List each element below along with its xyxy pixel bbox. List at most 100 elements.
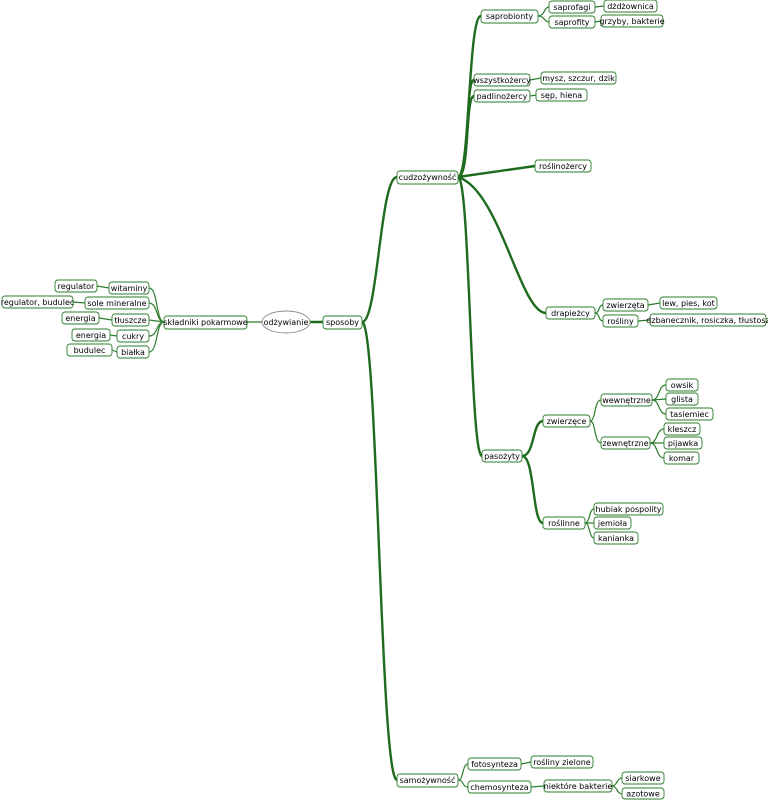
node-niektore-bakterie[interactable]: niektóre bakterie [543, 779, 613, 793]
node-odzywianie[interactable]: odżywianie [261, 310, 311, 334]
node-zewnetrzne[interactable]: zewnętrzne [600, 436, 651, 450]
node-label: kanianka [598, 534, 634, 543]
node-label: wewnętrzne [602, 396, 651, 405]
node-label: sole mineralne [87, 299, 146, 308]
node-wszystkozercy[interactable]: wszystkożercy [473, 73, 531, 87]
node-label: drapieżcy [551, 309, 590, 318]
node-lew-pies-kot[interactable]: lew, pies, kot [659, 296, 718, 310]
node-label: budulec [74, 346, 106, 355]
node-label: grzyby, bakterie [599, 17, 664, 26]
node-jemiola[interactable]: jemioła [593, 516, 632, 530]
node-cukry[interactable]: cukry [116, 329, 150, 343]
node-tasiemiec[interactable]: tasiemiec [665, 407, 714, 421]
node-label: dzbanecznik, rosiczka, tłustosz [646, 316, 768, 325]
node-drapiezcy[interactable]: drapieżcy [545, 306, 596, 320]
node-rosliny-drapiezne[interactable]: rośliny [602, 314, 639, 328]
node-witaminy[interactable]: witaminy [108, 281, 150, 295]
node-label: hubiak pospolity [596, 505, 662, 514]
node-dzdzownica[interactable]: dżdżownica [603, 0, 658, 13]
node-energia-cukry[interactable]: energia [71, 328, 111, 342]
node-hubiak-pospolity[interactable]: hubiak pospolity [593, 502, 664, 516]
node-label: pasożyty [484, 452, 520, 461]
node-label: białka [121, 348, 145, 357]
node-label: fotosynteza [471, 760, 518, 769]
node-sposoby[interactable]: sposoby [322, 315, 363, 330]
node-label: cudzożywność [399, 172, 457, 182]
node-azotowe[interactable]: azotowe [621, 787, 665, 800]
node-label: odżywianie [264, 318, 309, 327]
node-label: niektóre bakterie [544, 781, 613, 791]
node-komar[interactable]: komar [663, 451, 700, 465]
node-label: energia [65, 314, 95, 323]
node-label: mysz, szczur, dzik [542, 74, 615, 83]
node-skladniki-pokarmowe[interactable]: składniki pokarmowe [163, 315, 248, 330]
node-roslinne[interactable]: roślinne [542, 516, 586, 530]
node-label: kleszcz [668, 425, 697, 434]
node-sole-mineralne[interactable]: sole mineralne [84, 296, 150, 310]
node-label: chemosynteza [470, 783, 528, 792]
node-rosliny-zielone[interactable]: rośliny zielone [530, 755, 594, 769]
node-label: pijawka [668, 439, 698, 448]
node-label: saprofity [554, 18, 589, 27]
node-label: sposoby [326, 318, 359, 327]
node-chemosynteza[interactable]: chemosynteza [467, 780, 532, 794]
node-label: tasiemiec [670, 410, 709, 419]
node-label: saprobionty [486, 12, 534, 21]
node-label: zwierzęta [606, 301, 644, 310]
node-zwierzece[interactable]: zwierzęce [542, 414, 591, 428]
node-kanianka[interactable]: kanianka [593, 531, 639, 545]
node-saprofity[interactable]: saprofity [548, 15, 596, 29]
node-siarkowe[interactable]: siarkowe [621, 771, 665, 785]
node-label: wszystkożercy [473, 76, 531, 85]
node-label: dżdżownica [607, 2, 654, 11]
node-glista[interactable]: glista [665, 392, 699, 406]
node-sep-hiena[interactable]: sęp, hiena [535, 88, 588, 102]
node-label: owsik [671, 381, 694, 390]
node-regulator-budulec[interactable]: regulator, budulec [1, 295, 75, 309]
node-energia-tluszcze[interactable]: energia [61, 311, 100, 325]
node-samozywnosc[interactable]: samożywność [396, 773, 459, 788]
node-padlinozercy[interactable]: padlinożercy [473, 89, 531, 103]
node-roslinozercy[interactable]: roślinożercy [534, 159, 592, 173]
node-label: roślinne [548, 518, 580, 528]
node-regulator[interactable]: regulator [54, 279, 98, 293]
node-label: azotowe [626, 790, 660, 799]
node-label: składniki pokarmowe [163, 318, 247, 327]
node-tluszcze[interactable]: tłuszcze [111, 313, 150, 327]
node-label: lew, pies, kot [662, 299, 715, 308]
node-label: witaminy [111, 284, 148, 293]
node-label: rośliny zielone [533, 757, 591, 767]
node-owsik[interactable]: owsik [665, 378, 699, 392]
node-label: rośliny [607, 316, 634, 326]
node-label: zwierzęce [547, 417, 587, 426]
node-kleszcz[interactable]: kleszcz [663, 422, 701, 436]
node-bialka[interactable]: białka [116, 345, 150, 359]
node-fotosynteza[interactable]: fotosynteza [467, 757, 522, 771]
node-label: zewnętrzne [602, 439, 648, 448]
node-label: jemioła [597, 519, 627, 528]
node-dzbanecznik[interactable]: dzbanecznik, rosiczka, tłustosz [646, 313, 768, 327]
node-label: padlinożercy [477, 92, 528, 101]
node-cudzozywnosc[interactable]: cudzożywność [396, 170, 459, 185]
node-label: saprofagi [553, 3, 590, 12]
node-label: energia [76, 331, 106, 340]
node-zwierzeta[interactable]: zwierzęta [602, 298, 649, 312]
connector-lines [72, 5, 667, 795]
node-saprofagi[interactable]: saprofagi [548, 0, 596, 14]
node-label: tłuszcze [114, 316, 146, 325]
node-pijawka[interactable]: pijawka [663, 436, 703, 450]
node-label: cukry [122, 332, 144, 341]
node-label: regulator, budulec [1, 298, 75, 307]
node-label: roślinożercy [539, 161, 587, 171]
node-label: glista [671, 395, 693, 404]
node-label: regulator [58, 282, 95, 291]
node-label: sęp, hiena [541, 91, 583, 100]
node-label: siarkowe [625, 774, 660, 783]
node-mysz-szczur-dzik[interactable]: mysz, szczur, dzik [540, 71, 617, 85]
node-grzyby-bakterie[interactable]: grzyby, bakterie [599, 14, 665, 28]
node-wewnetrzne[interactable]: wewnętrzne [600, 393, 653, 407]
node-budulec[interactable]: budulec [66, 343, 113, 357]
node-pasozyty[interactable]: pasożyty [481, 449, 523, 463]
node-saprobionty[interactable]: saprobionty [480, 9, 539, 24]
